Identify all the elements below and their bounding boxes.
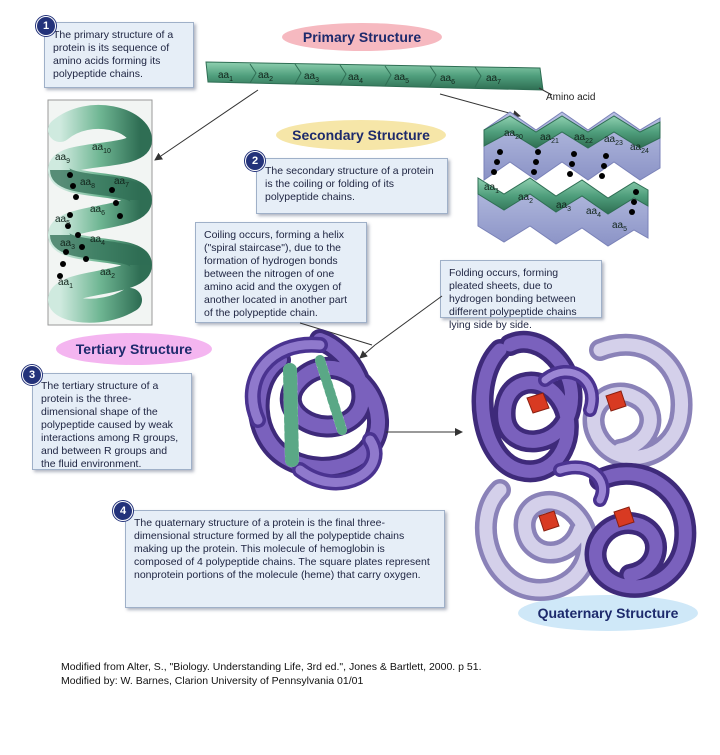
- quaternary-structure-label: Quaternary Structure: [518, 595, 698, 631]
- sheet-top-label-3: aa23: [604, 134, 623, 147]
- amino-acid-label: Amino acid: [546, 92, 595, 103]
- helix-label-2: aa8: [80, 177, 95, 190]
- chain-label-3: aa4: [348, 72, 363, 85]
- sheet-note: Folding occurs, forming pleated sheets, …: [440, 260, 602, 331]
- primary-chain: aa1 aa2 aa3 aa4 aa5 aa6 aa7: [205, 61, 544, 91]
- chain-label-0: aa1: [218, 70, 233, 83]
- step-3-badge: 3: [22, 365, 42, 385]
- helix-label-9: aa1: [58, 277, 73, 290]
- alpha-helix: aa9 aa10 aa8 aa7 aa5 aa6 aa3 aa4 aa2 aa1: [47, 99, 153, 326]
- chain-label-2: aa3: [304, 71, 319, 84]
- sheet-top-label-1: aa21: [540, 132, 559, 145]
- sheet-top-label-4: aa24: [630, 142, 649, 155]
- step-3-text: The tertiary structure of a protein is t…: [32, 373, 192, 470]
- sheet-bottom-label-4: aa5: [612, 220, 627, 233]
- chain-label-4: aa5: [394, 72, 409, 85]
- step-1-badge: 1: [36, 16, 56, 36]
- helix-label-8: aa2: [100, 267, 115, 280]
- helix-label-5: aa6: [90, 204, 105, 217]
- chain-label-5: aa6: [440, 73, 455, 86]
- step-4-badge: 4: [113, 501, 133, 521]
- helix-label-1: aa10: [92, 142, 111, 155]
- chain-label-1: aa2: [258, 70, 273, 83]
- sheet-bottom-label-3: aa4: [586, 206, 601, 219]
- helix-label-0: aa9: [55, 152, 70, 165]
- step-2-badge: 2: [245, 151, 265, 171]
- sheet-bottom-label-0: aa1: [484, 182, 499, 195]
- helix-note: Coiling occurs, forming a helix ("spiral…: [195, 222, 367, 323]
- helix-label-3: aa7: [114, 176, 129, 189]
- step-4-text: The quaternary structure of a protein is…: [125, 510, 445, 608]
- tertiary-structure-label: Tertiary Structure: [56, 333, 212, 365]
- credit-line-1: Modified from Alter, S., "Biology. Under…: [61, 661, 482, 673]
- helix-label-7: aa4: [90, 234, 105, 247]
- sheet-bottom-label-1: aa2: [518, 192, 533, 205]
- chain-label-6: aa7: [486, 73, 501, 86]
- step-2-text: The secondary structure of a protein is …: [256, 158, 448, 214]
- tertiary-protein: [244, 329, 389, 491]
- quaternary-protein: [471, 330, 697, 602]
- helix-label-4: aa5: [55, 214, 70, 227]
- credit-line-2: Modified by: W. Barnes, Clarion Universi…: [61, 675, 364, 687]
- heme-plates: [526, 390, 635, 532]
- helix-label-6: aa3: [60, 238, 75, 251]
- primary-structure-label: Primary Structure: [282, 23, 442, 51]
- pleated-sheet: aa20 aa21 aa22 aa23 aa24 aa1 aa2 aa3 aa4 aa5: [477, 111, 661, 247]
- secondary-structure-label: Secondary Structure: [276, 120, 446, 150]
- step-1-text: The primary structure of a protein is it…: [44, 22, 194, 88]
- sheet-top-label-0: aa20: [504, 128, 523, 141]
- sheet-top-label-2: aa22: [574, 132, 593, 145]
- sheet-bottom-label-2: aa3: [556, 200, 571, 213]
